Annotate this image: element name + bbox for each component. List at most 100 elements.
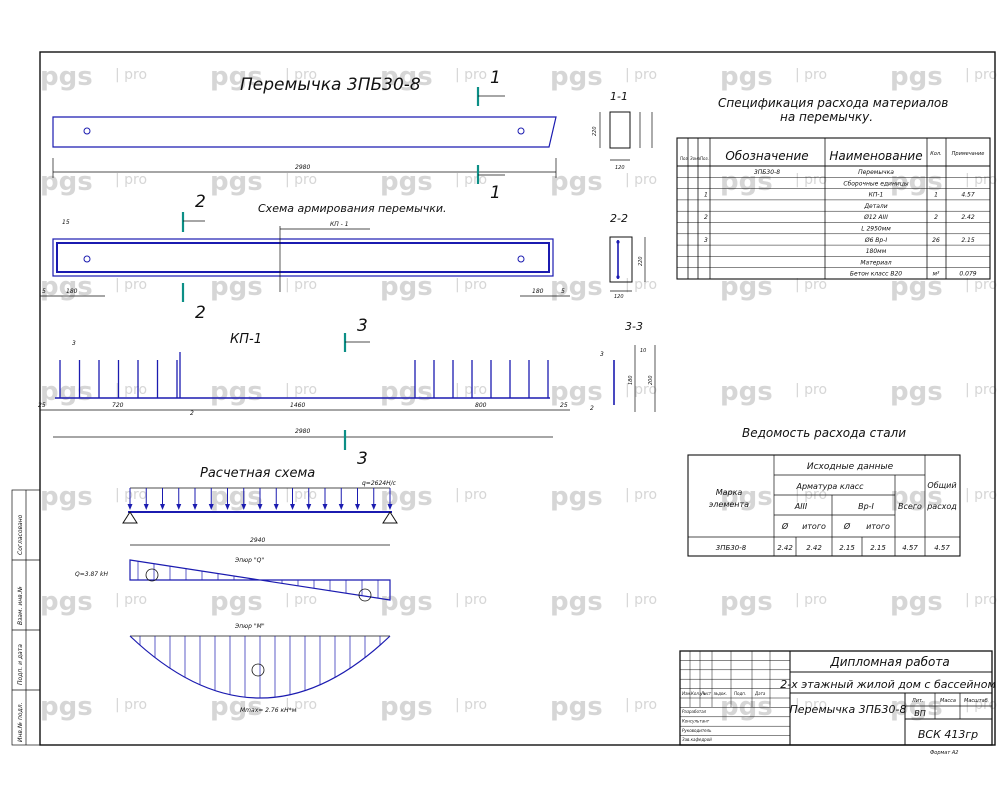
watermark-suffix: | pro — [795, 67, 827, 83]
spec-cell: L 2950мм — [861, 226, 891, 233]
watermark-brand: pgs — [890, 62, 943, 92]
svg-text:25: 25 — [560, 402, 568, 409]
watermark-brand: pgs — [210, 167, 263, 197]
watermark-brand: pgs — [890, 377, 943, 407]
steel-header-a3: AIII — [794, 502, 808, 511]
stamp-stage: ВП — [914, 709, 926, 718]
cage-stirrups — [59, 352, 549, 398]
watermark-brand: pgs — [40, 692, 93, 722]
section-1-top-number: 1 — [490, 68, 501, 88]
spec-cell: Сборочные единицы — [843, 180, 908, 187]
spec-cell: 1 — [704, 192, 708, 199]
watermark-suffix: | pro — [455, 277, 487, 293]
watermark-brand: pgs — [890, 587, 943, 617]
watermark-suffix: | pro — [115, 697, 147, 713]
watermark-brand: pgs — [720, 167, 773, 197]
section-2-2-title: 2-2 — [610, 212, 628, 225]
epure-q — [129, 559, 391, 601]
dim-length: 2980 — [295, 164, 310, 171]
watermark-brand: pgs — [380, 377, 433, 407]
watermark-suffix: | pro — [625, 382, 657, 398]
spec-header-designation: Обозначение — [725, 149, 808, 163]
watermark-suffix: | pro — [625, 697, 657, 713]
watermark-suffix: | pro — [795, 697, 827, 713]
watermark-brand: pgs — [720, 482, 773, 512]
reinforcement-beam-outline — [52, 238, 554, 277]
steel-header-bp1: Вр-I — [858, 502, 874, 511]
watermark-suffix: | pro — [965, 697, 997, 713]
watermark-brand: pgs — [40, 482, 93, 512]
spec-cell: 2.42 — [961, 214, 975, 221]
watermark-brand: pgs — [720, 272, 773, 302]
stamp-mass: Масса — [940, 698, 956, 704]
svg-text:2980: 2980 — [295, 428, 310, 435]
stamp-person: Руководитель — [682, 728, 712, 733]
spec-cell: 3 — [704, 237, 708, 244]
spec-header-pos: Поз. — [680, 156, 689, 161]
strip-sign: Подп. и дата — [17, 644, 24, 685]
section-1-1-shape — [609, 111, 631, 149]
spec-cell: 26 — [932, 237, 940, 244]
watermark-suffix: | pro — [455, 592, 487, 608]
watermark-suffix: | pro — [965, 487, 997, 503]
steel-cell: 4.57 — [902, 544, 918, 552]
load-arrows — [127, 488, 393, 510]
strip-inv: Инв.№ подл. — [17, 702, 24, 742]
section-3-3-title: 3-3 — [625, 320, 643, 333]
svg-text:200: 200 — [648, 375, 654, 385]
watermark-brand: pgs — [890, 692, 943, 722]
svg-text:10: 10 — [640, 348, 646, 354]
section-2-2-shape — [609, 236, 633, 283]
watermark-brand: pgs — [550, 377, 603, 407]
stamp-title: Дипломная работа — [829, 655, 949, 669]
stamp-scale: Масштаб — [964, 698, 988, 704]
stamp-person: Разработал — [682, 709, 707, 714]
spec-cell: 2.15 — [961, 237, 975, 244]
watermark-brand: pgs — [890, 167, 943, 197]
watermark-suffix: | pro — [115, 67, 147, 83]
watermark-brand: pgs — [890, 482, 943, 512]
spec-header-zone: Зона — [690, 156, 701, 161]
spec-cell: 1 — [934, 192, 938, 199]
watermark-brand: pgs — [40, 62, 93, 92]
spec-cell: КП-1 — [869, 192, 884, 199]
epure-q-label: Эпюр "Q" — [234, 557, 264, 564]
svg-text:800: 800 — [475, 402, 487, 409]
stamp-lit: Лит. — [911, 698, 924, 704]
watermark-brand: pgs — [720, 587, 773, 617]
spec-cell: Перемычка — [858, 169, 894, 176]
spec-cell: Ø12 АIII — [863, 214, 888, 221]
watermark-suffix: | pro — [795, 382, 827, 398]
watermark-suffix: | pro — [625, 277, 657, 293]
steel-cell: 2.15 — [870, 544, 886, 552]
steel-cell: 2.42 — [777, 544, 793, 552]
spec-cell: 180мм — [866, 248, 887, 255]
stamp-col: Кол.уч. — [691, 691, 706, 696]
watermark-brand: pgs — [550, 272, 603, 302]
support-left — [122, 511, 138, 524]
watermark-brand: pgs — [210, 692, 263, 722]
steel-header-all: Всего — [898, 502, 922, 511]
svg-text:5: 5 — [42, 288, 46, 295]
watermark-brand: pgs — [40, 377, 93, 407]
watermark-suffix: | pro — [115, 592, 147, 608]
watermark-suffix: | pro — [285, 277, 317, 293]
watermark-brand: pgs — [210, 62, 263, 92]
spec-header-qty: Кол. — [930, 151, 941, 157]
watermark-suffix: | pro — [455, 172, 487, 188]
watermark-suffix: | pro — [965, 592, 997, 608]
spec-cell: 2 — [704, 214, 708, 221]
lifting-hole-right — [517, 127, 525, 135]
section-2-top-number: 2 — [195, 192, 206, 212]
section-1-bottom-number: 1 — [490, 183, 501, 203]
watermark-suffix: | pro — [965, 382, 997, 398]
spec-cell: 4.57 — [961, 192, 975, 199]
watermark-suffix: | pro — [625, 487, 657, 503]
svg-text:1460: 1460 — [290, 402, 305, 409]
watermark-suffix: | pro — [795, 172, 827, 188]
svg-text:2: 2 — [190, 410, 194, 417]
spec-cell: Бетон класс В20 — [850, 271, 902, 278]
